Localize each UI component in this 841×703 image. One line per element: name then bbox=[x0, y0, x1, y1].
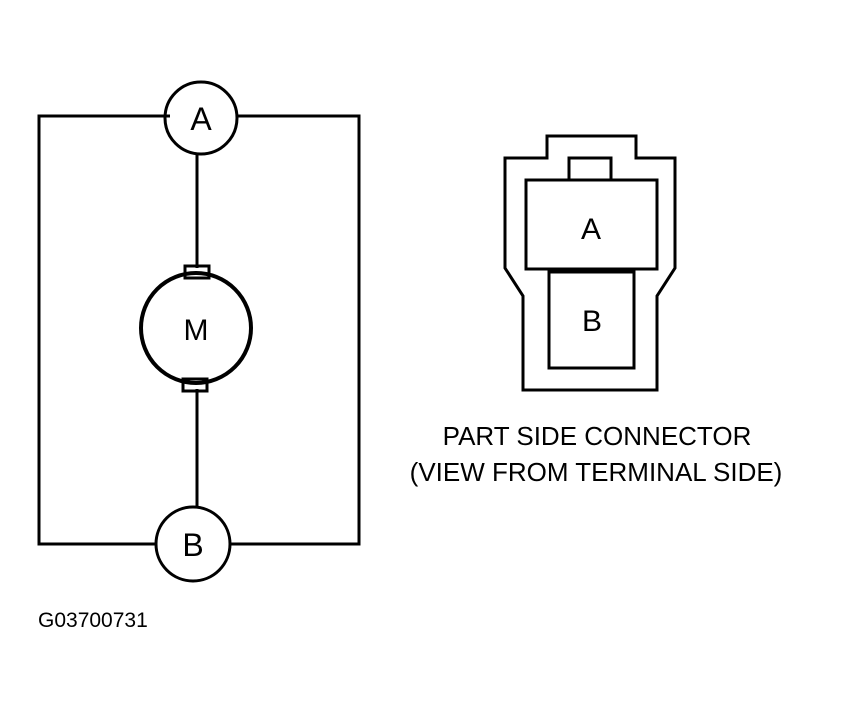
connector-pin-b bbox=[547, 270, 636, 370]
motor-circuit bbox=[37, 80, 361, 583]
connector-caption-line1: PART SIDE CONNECTOR bbox=[443, 421, 752, 451]
terminal-b-circle bbox=[154, 505, 232, 583]
connector-pin-a-label: A bbox=[581, 213, 601, 246]
terminal-a-circle bbox=[163, 80, 239, 156]
outer-loop-wire bbox=[37, 114, 361, 546]
connector-pin-b-label: B bbox=[582, 305, 602, 338]
motor-top-tab bbox=[183, 264, 211, 280]
connector-housing bbox=[503, 134, 677, 392]
figure-id: G03700731 bbox=[38, 609, 148, 632]
connector-caption-line2: (VIEW FROM TERMINAL SIDE) bbox=[410, 457, 783, 487]
terminal-b-label: B bbox=[182, 527, 203, 563]
connector-pin-a bbox=[524, 178, 659, 271]
terminal-a-label: A bbox=[190, 101, 212, 137]
motor-label: M bbox=[184, 314, 209, 347]
motor-symbol bbox=[139, 271, 253, 385]
motor-bottom-tab bbox=[181, 377, 209, 393]
connector-lock-tab bbox=[567, 156, 613, 182]
part-side-connector bbox=[503, 134, 677, 392]
